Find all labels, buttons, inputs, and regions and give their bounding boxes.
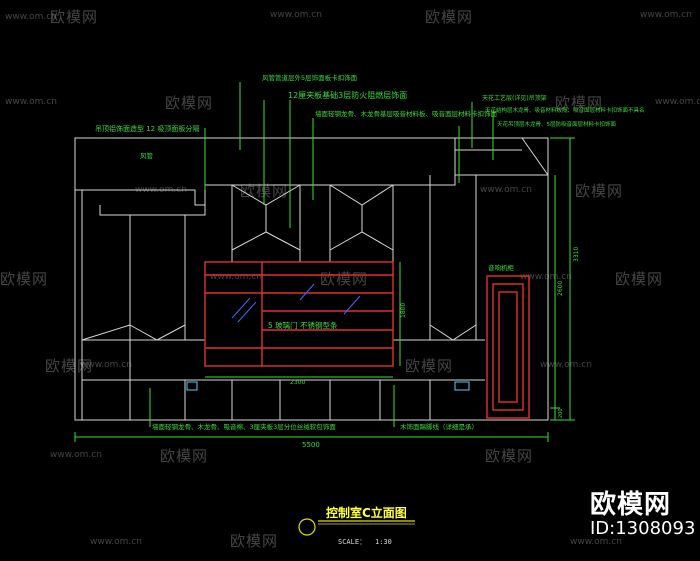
watermark-url: www.om.cn (480, 185, 532, 195)
brand-id: ID:1308093 (590, 518, 696, 539)
annotation-leaders (74, 82, 575, 442)
annotation-top-wind: 风管管道层外5层饰面板卡扣饰面 (262, 73, 358, 82)
watermark-logo: 欧模网 (575, 182, 624, 200)
watermark-logo: 欧模网 (615, 270, 664, 288)
dimension-right-mid: 2600 (557, 281, 564, 296)
annotation-cabinet: 音响机柜 (488, 263, 515, 272)
annotation-bottom-left: 墙面轻钢龙骨、木龙骨、吸音棉、3厘夹板3层分位丝绒软包饰面 (152, 422, 336, 431)
watermark-url: www.om.cn (50, 450, 102, 460)
wall-outline (74, 137, 549, 421)
annotation-window: 5 玻璃门 不锈钢型条 (268, 320, 338, 330)
annotation-texts: 风管管道层外5层饰面板卡扣饰面 12厘夹板基础3层防火阻燃层饰面 墙面轻钢龙骨、… (95, 73, 645, 449)
ceiling-line (75, 174, 548, 206)
watermark-logo: 欧模网 (165, 94, 214, 112)
annotation-mid-wall: 墙面轻钢龙骨、木龙骨基层吸音材料板、吸音面层材料卡扣饰面 (315, 109, 498, 118)
dimension-right-low: 200 (558, 408, 564, 418)
watermark-url: www.om.cn (655, 97, 700, 107)
glass-reflection (231, 283, 361, 323)
watermark-url: www.om.cn (80, 360, 132, 370)
equipment-cabinet (486, 275, 530, 419)
dimension-window-height: 1800 (400, 303, 407, 318)
annotation-top-12: 12厘夹板基础3层防火阻燃层饰面 (288, 90, 407, 100)
watermark-logo: 欧模网 (50, 8, 99, 26)
watermark-url: www.om.cn (520, 272, 572, 282)
dimension-window-width: 2300 (290, 379, 305, 386)
dimension-total-width: 5500 (302, 441, 320, 449)
observation-window (204, 261, 394, 367)
title-marker-circle (298, 518, 316, 536)
watermark-logo: 欧模网 (230, 532, 279, 550)
watermark-logo: 欧模网 (45, 357, 94, 375)
watermark-url: www.om.cn (640, 10, 692, 20)
dimension-right-total: 3310 (573, 247, 580, 262)
watermark-logo: 欧模网 (555, 94, 604, 112)
annotation-right-top-3: 天花吊顶层木龙骨、5层防吸音面层材料卡扣饰面 (497, 120, 617, 128)
watermark-url: www.om.cn (5, 97, 57, 107)
watermark-logo: 欧模网 (405, 357, 454, 375)
watermark-url: www.om.cn (270, 10, 322, 20)
right-soffit-slope (521, 137, 549, 176)
watermark-logo: 欧模网 (425, 8, 474, 26)
watermark-logo: 欧模网 (485, 447, 534, 465)
scale-value: 1:30 (375, 538, 392, 546)
watermark-url: www.om.cn (5, 12, 57, 22)
watermark-url: www.om.cn (570, 537, 622, 547)
title-block: 控制室C立面图 SCALE： 1:30 (298, 505, 415, 546)
brand-logo-text: 欧模网 (590, 490, 672, 520)
annotation-right-top-1: 天花工艺层(详见)吊顶架 (482, 94, 547, 102)
annotation-left-duct: 风管 (140, 151, 154, 160)
annotation-left-ceiling: 吊顶铝饰面造型 12 吸顶面板分隔 (95, 124, 199, 133)
watermark-url: www.om.cn (210, 272, 262, 282)
watermark-logo: 欧模网 (160, 447, 209, 465)
drawing-title: 控制室C立面图 (326, 505, 407, 520)
scale-label: SCALE： (338, 538, 366, 546)
watermark-url: www.om.cn (540, 360, 592, 370)
left-bulkhead (99, 205, 206, 216)
watermark-url: www.om.cn (90, 537, 142, 547)
annotation-right-top-2: 天花结构层木龙骨、吸音材料板隔、吸音面层材料卡扣饰面不具名 (485, 106, 645, 114)
annotation-bottom-right: 木饰面踢脚线（详细是承） (400, 422, 478, 431)
wall-structure (74, 137, 549, 421)
watermark-logo: 欧模网 (0, 270, 49, 288)
